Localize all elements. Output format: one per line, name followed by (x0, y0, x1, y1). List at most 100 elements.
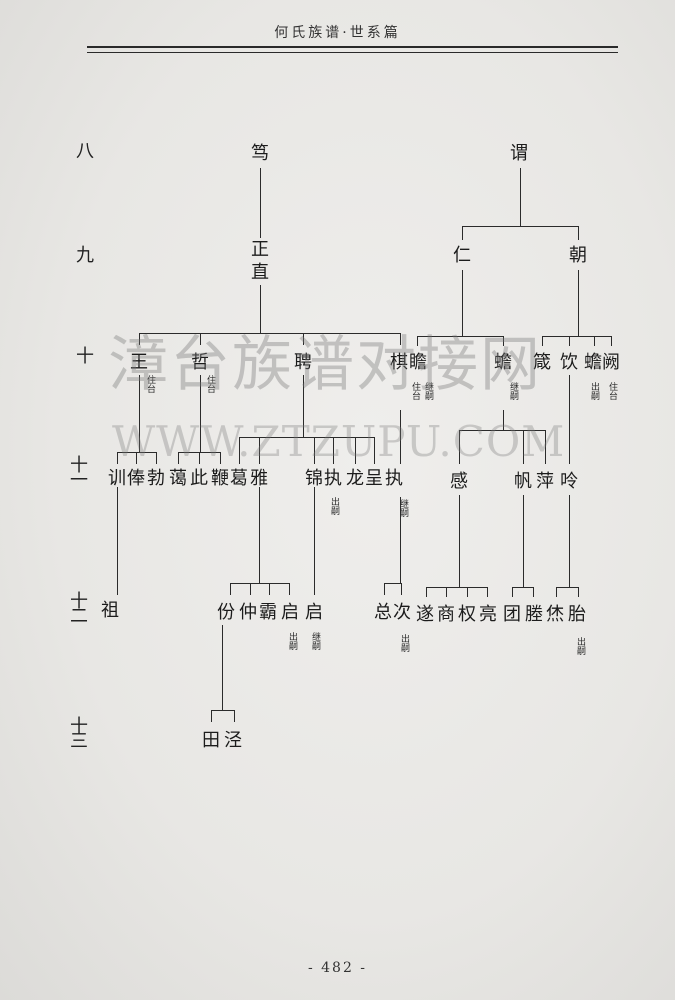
note-ci2: 出嗣 (399, 634, 409, 652)
person-tai: 胎 (568, 604, 586, 625)
watermark-text-cn: 漳台族谱对接网 (108, 330, 542, 400)
note-tai: 出嗣 (575, 637, 585, 655)
person-zhen: 箴 (533, 352, 551, 373)
line (200, 375, 202, 452)
line (139, 375, 141, 452)
line (178, 452, 180, 464)
line (594, 336, 596, 346)
line (569, 336, 571, 346)
person-ya: 雅 (250, 468, 268, 489)
line (230, 583, 232, 595)
line (333, 437, 335, 464)
generation-label-12: 十二 (70, 591, 88, 628)
person-zhi3: 执 (385, 468, 403, 489)
person-tuan: 团 (503, 604, 521, 625)
line (259, 487, 261, 583)
person-wang: 王 (130, 352, 148, 373)
note-zhan-1: 继嗣 (423, 382, 433, 400)
line (355, 437, 357, 464)
person-chan2: 蟾 (584, 352, 602, 373)
page-number: - 482 - (307, 960, 368, 976)
line (523, 430, 525, 464)
line (569, 495, 571, 587)
person-feng: 俸 (127, 468, 145, 489)
person-qi: 棋 (390, 352, 408, 373)
line (542, 336, 544, 346)
line (222, 625, 224, 710)
line (446, 587, 448, 597)
line (139, 333, 401, 335)
line (462, 226, 579, 228)
line (569, 375, 571, 464)
line (259, 437, 261, 464)
generation-label-11: 十一 (70, 455, 88, 492)
line (156, 452, 158, 464)
line (220, 452, 222, 464)
line (269, 583, 271, 595)
line (503, 410, 505, 430)
person-jing: 泾 (224, 730, 242, 751)
line (417, 336, 419, 346)
line (400, 410, 402, 464)
person-shang: 商 (437, 604, 455, 625)
line (417, 336, 504, 338)
line (503, 336, 505, 346)
line (384, 583, 402, 585)
line (117, 487, 119, 595)
person-zhong: 仲 (239, 602, 257, 623)
person-zhi2: 执 (324, 468, 342, 489)
generation-label-8: 八 (76, 141, 94, 162)
person-chan: 蟾 (494, 352, 512, 373)
line (303, 333, 305, 345)
line (578, 226, 580, 240)
line (314, 437, 316, 464)
line (459, 430, 461, 464)
person-xiu: 烋 (546, 604, 564, 625)
person-wei: 谓 (510, 143, 528, 164)
line (400, 497, 402, 583)
line (199, 452, 201, 464)
line (400, 333, 402, 345)
header-rule-thick (87, 46, 618, 48)
person-sui: 遂 (416, 604, 434, 625)
generation-label-13: 十三 (70, 716, 88, 753)
line (487, 587, 489, 597)
page-header-title: 何氏族谱·世系篇 (274, 25, 401, 41)
line (523, 495, 525, 587)
person-zong: 总 (374, 602, 392, 623)
person-cheng: 呈 (365, 468, 383, 489)
line (136, 452, 138, 464)
person-zhi: 直 (251, 262, 269, 283)
line (556, 587, 579, 589)
line (200, 333, 202, 345)
watermark-text-url: WWW.ZTZUPU.COM (112, 417, 566, 466)
line (260, 168, 262, 238)
note-chan: 继嗣 (508, 382, 518, 400)
generation-label-10: 十 (76, 346, 94, 367)
person-que: 阙 (602, 352, 620, 373)
line (139, 333, 141, 345)
person-zhan: 瞻 (409, 352, 427, 373)
person-liang: 亮 (479, 604, 497, 625)
person-teng: 塍 (525, 604, 543, 625)
note-zhi3: 继嗣 (398, 499, 408, 517)
line (250, 583, 252, 595)
line (401, 583, 403, 595)
line (556, 587, 558, 597)
person-ai: 蔼 (169, 468, 187, 489)
generation-label-9: 九 (76, 245, 94, 266)
line (374, 437, 376, 464)
line (303, 375, 305, 437)
line (260, 285, 262, 333)
line (314, 487, 316, 595)
line (426, 587, 428, 597)
person-fan: 帆 (514, 471, 532, 492)
line (239, 437, 241, 464)
line (578, 587, 580, 597)
note-chan2: 出嗣 (589, 382, 599, 400)
line (289, 583, 291, 595)
line (117, 452, 119, 464)
note-qi3: 继嗣 (310, 632, 320, 650)
line (533, 587, 535, 597)
